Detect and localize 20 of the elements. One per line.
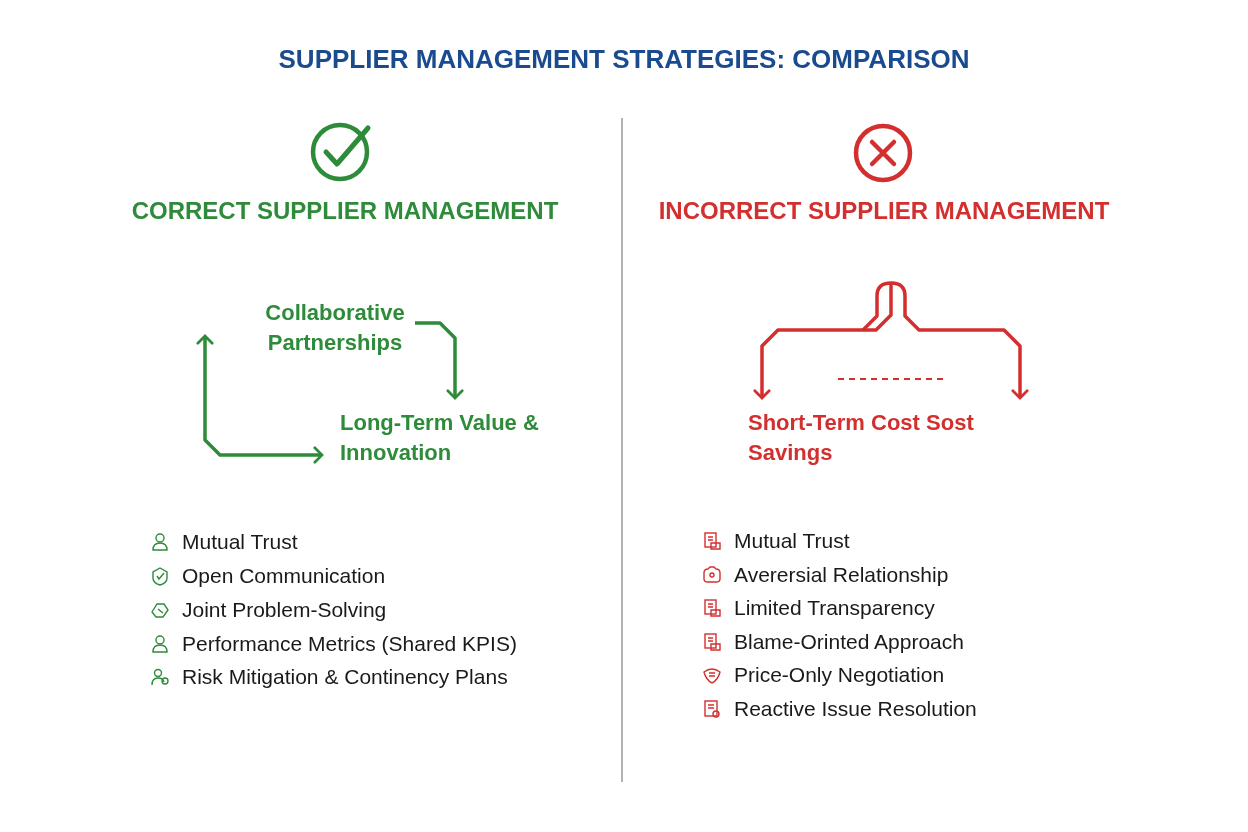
section-heading: INCORRECT SUPPLIER MANAGEMENT <box>657 197 1111 225</box>
section-heading: CORRECT SUPPLIER MANAGEMENT <box>130 197 560 225</box>
list-item: Limited Transparency <box>734 595 935 621</box>
node-text: Long-Term Value & Innovation <box>340 409 540 467</box>
arrow <box>196 334 324 464</box>
title: SUPPLIER MANAGEMENT STRATEGIES: COMPARISON <box>277 44 971 75</box>
list-item: Open Communication <box>182 563 386 589</box>
list-item: Performance Metrics (Shared KPIS) <box>182 631 517 657</box>
arrow <box>415 321 464 400</box>
arrow <box>753 283 893 400</box>
node-text: Short-Term Cost Sost Savings <box>748 409 975 467</box>
list-item: Risk Mitigation & Continency Plans <box>182 664 508 690</box>
node-text: Collaborative Partnerships <box>264 299 406 357</box>
list-item: Mutual Trust <box>734 528 850 554</box>
list-item: Mutual Trust <box>182 529 298 555</box>
list-item: Averersial Relationship <box>734 562 949 588</box>
list-item: Joint Problem-Solving <box>182 597 387 623</box>
list-item: Reactive Issue Resolution <box>734 696 977 722</box>
list-item: Blame-Orinted Approach <box>734 629 964 655</box>
list-item: Price-Only Negotiation <box>734 662 945 688</box>
